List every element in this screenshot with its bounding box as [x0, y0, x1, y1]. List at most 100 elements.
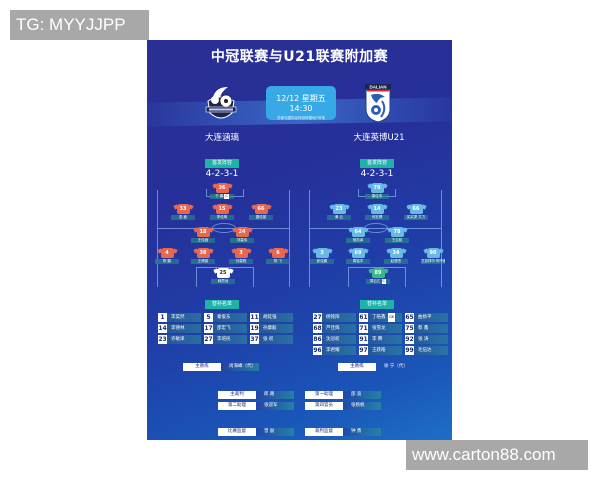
sub-name: 芦佳辉 — [322, 324, 356, 333]
watermark-bottom-right: www.carton88.com — [406, 440, 588, 470]
match-venue: 苏家屯国际足球训练基地7号场 — [277, 116, 325, 120]
player-name: 周铭宇 — [346, 259, 370, 264]
player-name: 康佳杰 — [365, 194, 389, 199]
sub-name: 邵宏飞 — [213, 324, 247, 333]
player-name: 孙嘉程 — [229, 259, 253, 264]
sub-number: 65 — [405, 313, 414, 322]
captain-badge: C — [224, 194, 229, 199]
home-player-cb-r: 3 孙嘉程 — [229, 248, 253, 264]
sub-name: 毛伍达 — [414, 346, 448, 355]
sub-number: 71 — [359, 324, 368, 333]
official-row: 裁判监督 钟 勇 — [305, 428, 381, 436]
home-player-dm-r: 24 刘嘉伟 — [230, 227, 254, 243]
sub-number: 1 — [158, 313, 167, 322]
home-lineup-tag: 首发阵容 — [205, 159, 239, 168]
away-player-rb: 90 艾克拜尔·阿不都 — [421, 248, 445, 264]
shirt-icon: 15 — [215, 204, 229, 214]
gk-badge: GK — [387, 313, 395, 322]
shirt-icon: 14 — [370, 204, 384, 214]
player-name: 黄 云 — [327, 215, 351, 220]
watermark-top-left: TG: MYYJJPP — [10, 10, 149, 40]
coach-name: 徐 宁（代） — [384, 364, 408, 369]
shirt-icon: 6 — [271, 248, 285, 258]
home-player-dm-l: 18 王佳鑫 — [191, 227, 215, 243]
player-name: 买买提·艾力 — [404, 215, 428, 220]
home-subs-tag: 替补名单 — [205, 300, 239, 309]
player-name: 唐佳豪 — [249, 215, 273, 220]
sub-number: 99 — [405, 346, 414, 355]
shirt-icon: 38 — [196, 248, 210, 258]
home-formation: 4-2-3-1 — [205, 169, 239, 179]
away-subs-tag: 替补名单 — [360, 300, 394, 309]
shirt-icon: 69 — [351, 248, 365, 258]
away-player-dm-l: 64 杨凯泽 — [346, 227, 370, 243]
sub-name: 李君耀 — [322, 346, 356, 355]
sub-number: 68 — [313, 324, 322, 333]
official-label: 比赛监督 — [218, 428, 256, 436]
official-row: 第一助理 邵 波 — [305, 391, 381, 399]
sub-number: 75 — [405, 324, 414, 333]
official-name: 张迎军 — [256, 402, 294, 410]
player-name: 王启航 — [385, 238, 409, 243]
home-player-rb: 6 陈 飞 — [266, 248, 290, 264]
shirt-icon: 3 — [315, 248, 329, 258]
home-club-crest-icon — [202, 83, 240, 123]
player-name: 彭佳鹏 — [310, 259, 334, 264]
official-name: 钟 勇 — [343, 428, 381, 436]
home-coach-row: 主教练 尚海峰（代） — [183, 363, 259, 371]
home-player-am-l: 33 张 鑫 — [171, 204, 195, 220]
player-name: 赵德杰 — [384, 259, 408, 264]
home-team-name: 大连涵璃 — [204, 133, 239, 143]
player-name: 张 鑫 — [171, 215, 195, 220]
official-label: 第一助理 — [305, 391, 343, 399]
poster-title: 中冠联赛与U21联赛附加赛 — [210, 49, 389, 65]
shirt-icon: 25 — [216, 268, 230, 278]
shirt-icon: 23 — [332, 204, 346, 214]
player-name: 于 鹏 — [215, 194, 224, 198]
player-name: 李佳明 — [210, 215, 234, 220]
shirt-icon: 66 — [409, 204, 423, 214]
away-team-name: 大连英博U21 — [353, 133, 405, 143]
sub-name: 张雪龙 — [368, 324, 402, 333]
sub-number: 86 — [313, 335, 322, 344]
shirt-icon: 34 — [389, 248, 403, 258]
sub-number: 92 — [405, 335, 414, 344]
sub-name: 李培民 — [213, 335, 247, 344]
away-formation: 4-2-3-1 — [360, 169, 394, 179]
shirt-icon: 89 — [371, 268, 385, 278]
lineup-poster: 中冠联赛与U21联赛附加赛 12/12 星期五 14:30 苏家屯国际足球训练基… — [147, 40, 452, 440]
sub-number: 37 — [250, 335, 259, 344]
svg-text:DALIAN: DALIAN — [370, 84, 387, 89]
away-player-am-c: 14 闫宏健 — [365, 204, 389, 220]
sub-name: 李德林 — [167, 324, 201, 333]
away-player-cb-r: 34 赵德杰 — [384, 248, 408, 264]
away-player-am-l: 23 黄 云 — [327, 204, 351, 220]
sub-name: 丁皓鑫 GK — [368, 313, 402, 322]
shirt-icon: 79 — [370, 183, 384, 193]
official-row: 第二助理 张迎军 — [218, 402, 294, 410]
sub-number: 14 — [158, 324, 167, 333]
sub-name: 王跃皓 — [368, 346, 402, 355]
away-player-lb: 3 彭佳鹏 — [310, 248, 334, 264]
player-name: 艾克拜尔·阿不都 — [421, 259, 445, 264]
away-coach-row: 主教练 徐 宁（代） — [338, 363, 414, 371]
shirt-icon: 18 — [196, 227, 210, 237]
player-name: 王博豪 — [191, 259, 215, 264]
